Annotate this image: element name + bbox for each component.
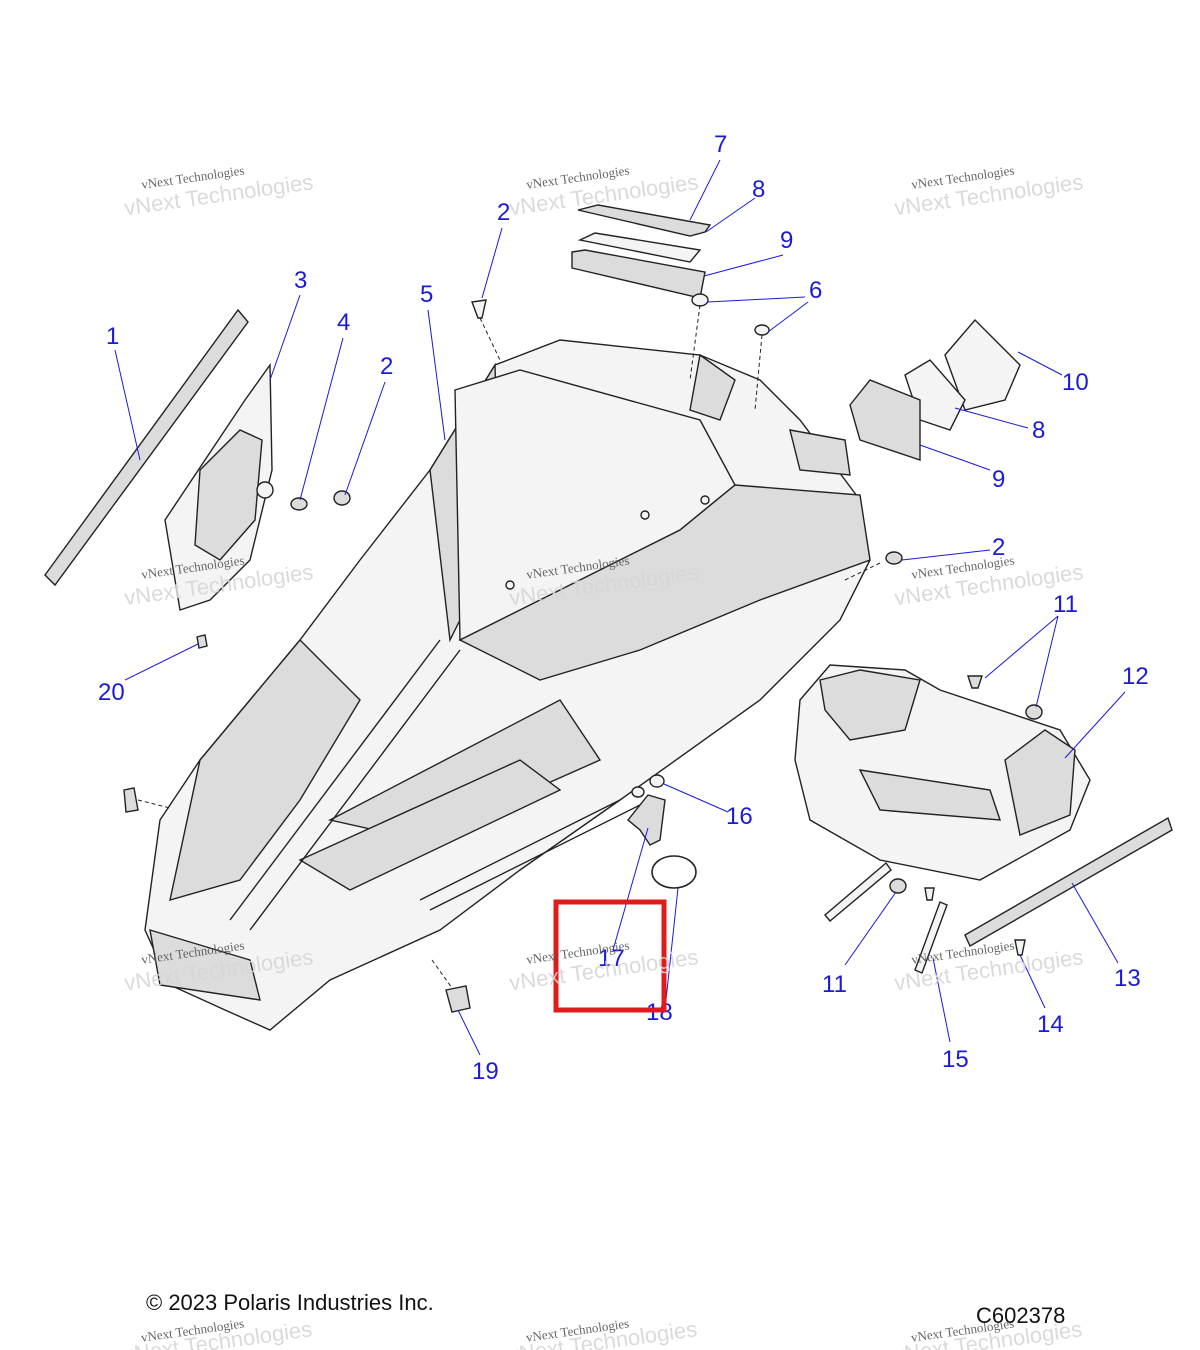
part-3-side-panel [164,362,274,611]
copyright-text: © 2023 Polaris Industries Inc. [146,1290,434,1315]
callout-8-side: 8 [1032,417,1045,444]
callout-16: 16 [726,803,753,830]
part-1-trim-strip [44,308,249,587]
part-2-rivet-top [471,299,487,319]
part-6-screw-top [691,293,709,307]
callout-3: 3 [294,267,307,294]
part-7-vent-cover [577,204,712,237]
callout-13: 13 [1114,965,1141,992]
part-11-nut-right [1025,704,1043,720]
callout-8-top: 8 [752,176,765,203]
callout-20: 20 [98,679,125,706]
callout-17: 17 [598,945,625,972]
part-6-screw-right [754,324,770,336]
callout-4: 4 [337,309,350,336]
part-9-side-vent-foam [849,379,921,461]
part-12-storage-tray [794,664,1091,881]
callout-2-left: 2 [380,353,393,380]
callout-11-top: 11 [1053,591,1078,618]
callout-1: 1 [106,323,119,350]
part-16-washer [649,774,665,788]
callout-9-top: 9 [780,227,793,254]
callout-12: 12 [1122,663,1149,690]
part-9-vent-foam [571,249,706,299]
callout-9-side: 9 [992,466,1005,493]
part-8-vent-screen [577,232,702,263]
callout-14: 14 [1037,1011,1064,1038]
part-20-clip [196,634,208,649]
part-16-washer-2 [631,786,645,798]
callout-2-right: 2 [992,534,1005,561]
callout-10: 10 [1062,369,1089,396]
hood-body [144,339,871,1031]
callout-11-bottom: 11 [822,971,847,998]
diagram-code: C602378 [976,1303,1066,1328]
leader-lines [114,159,1126,1056]
highlight-box [553,899,667,1013]
part-clip-left [123,787,139,813]
part-11-screw-top [967,675,983,689]
part-stick-left [824,861,892,922]
callout-2-top: 2 [497,199,510,226]
part-15-rod [914,901,948,974]
part-18-o-ring [651,855,697,889]
callout-6: 6 [809,277,822,304]
callout-19: 19 [472,1058,499,1085]
part-2-rivet-left [333,490,351,506]
callout-15: 15 [942,1046,969,1073]
part-2-rivet-right [885,551,903,565]
part-19-clip [445,985,471,1013]
callout-5: 5 [420,281,433,308]
part-11-nut-bottom [889,878,907,894]
part-15-screw [924,887,935,901]
part-4-clip [290,497,308,511]
part-13-trim-strip [964,816,1173,947]
part-14-screw [1014,939,1026,956]
part-17-bracket [627,794,666,846]
callout-7: 7 [714,131,727,158]
